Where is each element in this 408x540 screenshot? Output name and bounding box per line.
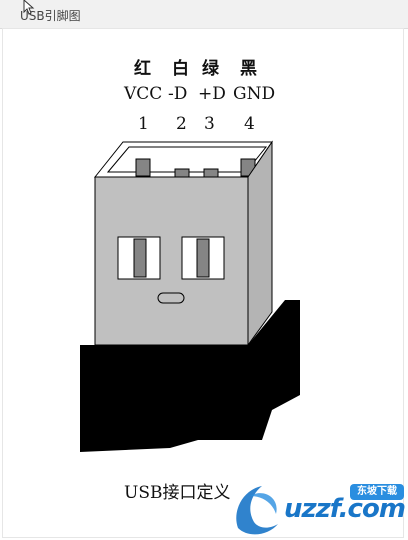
- top-contact-1: [135, 158, 151, 177]
- front-oval-slot: [157, 292, 185, 304]
- pin-number-4: 4: [244, 114, 255, 134]
- plug-side-face: [247, 140, 273, 347]
- signal-label-2: -D: [168, 84, 188, 104]
- front-window-right-contact: [196, 238, 210, 278]
- cable-shadow: [80, 300, 300, 452]
- pin-number-2: 2: [176, 114, 187, 134]
- signal-label-4: GND: [233, 84, 276, 104]
- plug-top-inner-rim: [106, 146, 268, 173]
- pin-number-1: 1: [138, 114, 149, 134]
- diagram-frame: [2, 28, 404, 538]
- pin-number-3: 3: [204, 114, 215, 134]
- wire-color-2: 白: [172, 59, 189, 79]
- diagram-caption: USB接口定义: [124, 483, 231, 503]
- signal-label-1: VCC: [124, 84, 163, 104]
- signal-label-3: +D: [198, 84, 226, 104]
- wire-color-4: 黑: [240, 59, 257, 79]
- front-window-left-contact: [133, 238, 147, 278]
- wire-color-3: 绿: [202, 59, 219, 79]
- top-contact-3: [203, 168, 219, 178]
- wire-color-1: 红: [134, 59, 151, 79]
- top-contact-2: [174, 168, 190, 178]
- watermark-swirl-icon: [236, 486, 278, 535]
- image-caption: USB引脚图: [20, 9, 81, 23]
- watermark-logo: uzzf.com 东坡下载: [228, 478, 408, 540]
- watermark-badge: 东坡下载: [350, 484, 404, 500]
- mouse-cursor-icon: [23, 0, 35, 15]
